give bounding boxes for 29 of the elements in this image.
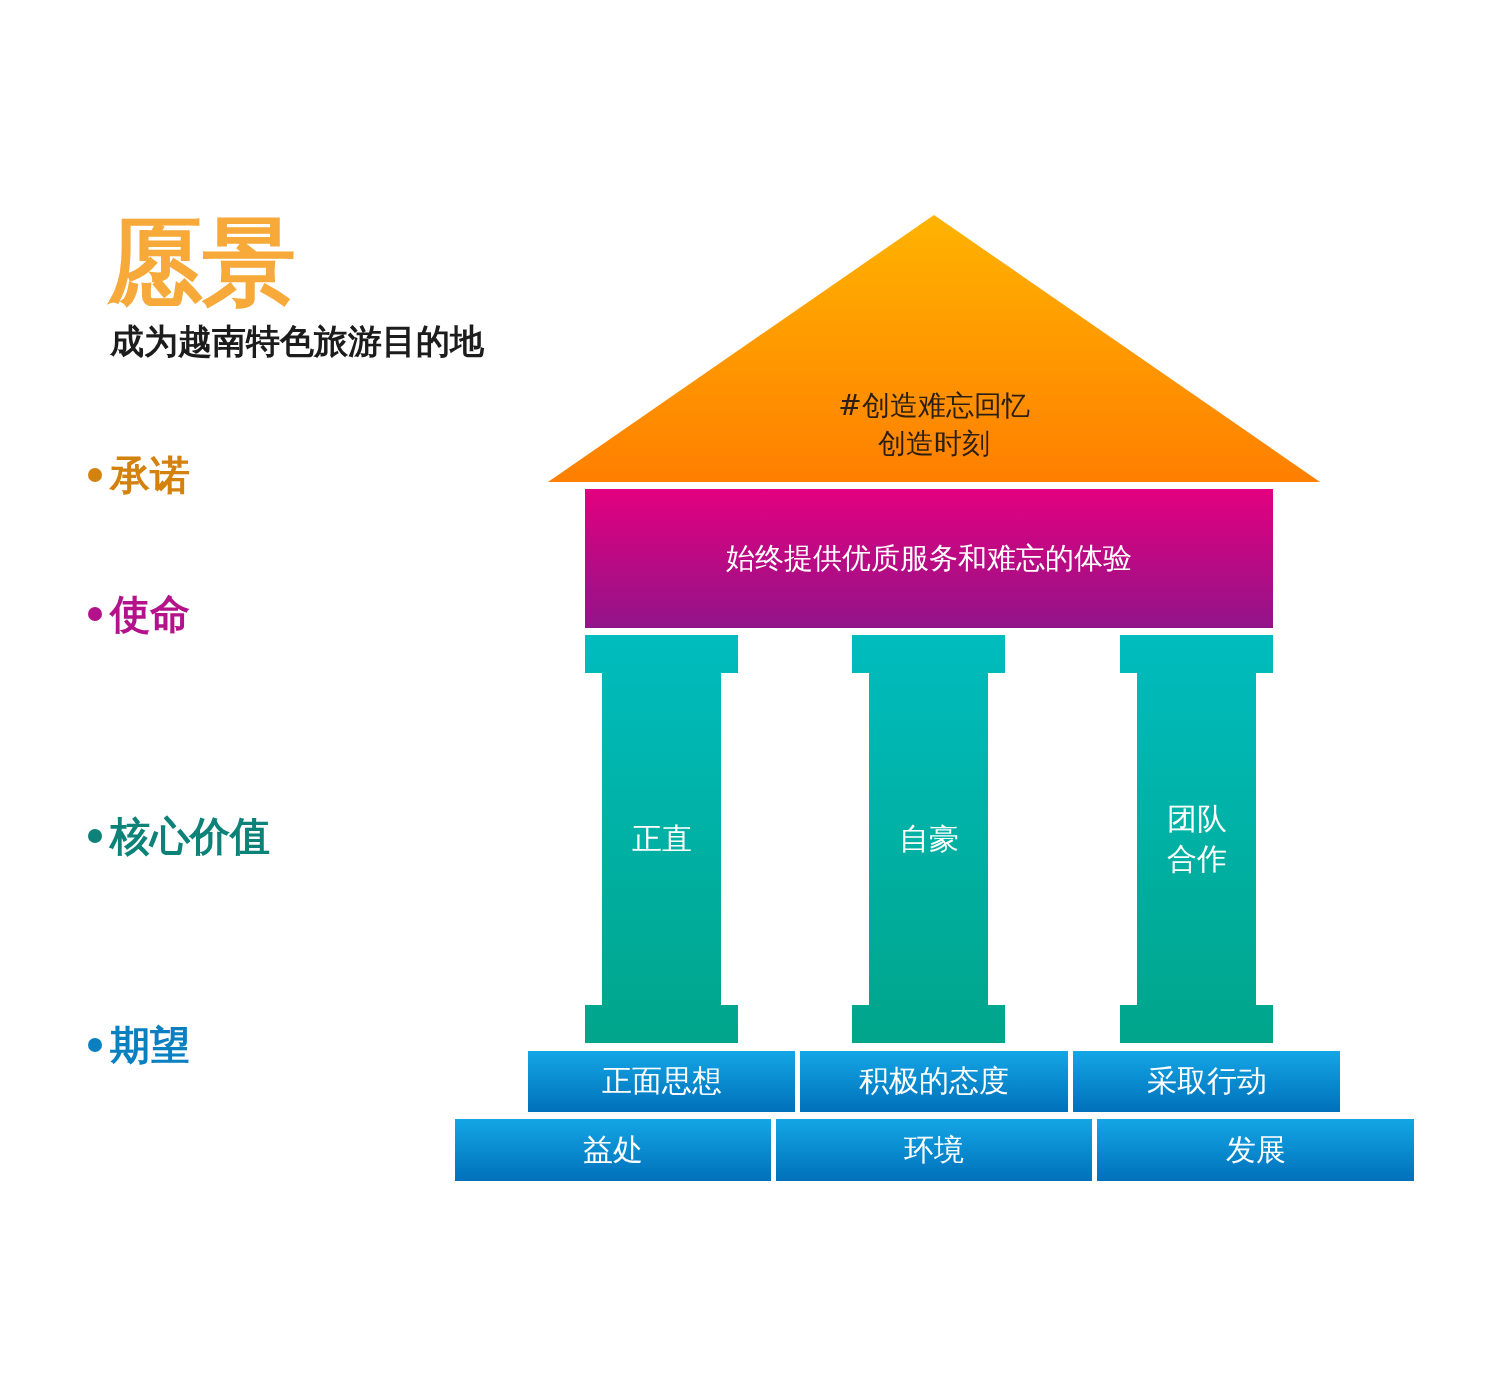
value-text: 团队合作 xyxy=(1165,799,1228,878)
section-heading: 期望 xyxy=(110,1022,190,1068)
section-heading: 使命 xyxy=(110,591,190,637)
vision-heading: 愿景 xyxy=(108,208,296,317)
value-text: 正直 xyxy=(631,819,692,858)
foundation-text: 益处 xyxy=(583,1130,643,1169)
mission-banner xyxy=(585,489,1273,628)
step-block xyxy=(1073,1051,1340,1112)
pillar xyxy=(1120,635,1273,1043)
step-block xyxy=(800,1051,1068,1112)
value-text: 自豪 xyxy=(898,819,959,858)
step-text: 采取行动 xyxy=(1146,1062,1267,1101)
section-heading: 核心价值 xyxy=(110,813,270,859)
step-block xyxy=(528,1051,795,1112)
slogan-text: 创造时刻 xyxy=(878,425,990,462)
foundation-block xyxy=(455,1119,771,1181)
step-text: 积极的态度 xyxy=(859,1062,1009,1101)
pillar xyxy=(585,635,738,1043)
foundation-text: 环境 xyxy=(904,1130,964,1169)
pillar xyxy=(852,635,1005,1043)
foundation-text: 发展 xyxy=(1225,1130,1286,1169)
slogan-text: #创造难忘回忆 xyxy=(838,388,1030,424)
section-heading: 承诺 xyxy=(110,452,190,498)
mission-text: 始终提供优质服务和难忘的体验 xyxy=(726,539,1132,577)
step-text: 正面思想 xyxy=(601,1062,722,1101)
roof-triangle xyxy=(548,215,1320,482)
foundation-block xyxy=(1097,1119,1414,1181)
foundation-block xyxy=(776,1119,1092,1181)
vision-statement: 成为越南特色旅游目的地 xyxy=(110,322,484,362)
